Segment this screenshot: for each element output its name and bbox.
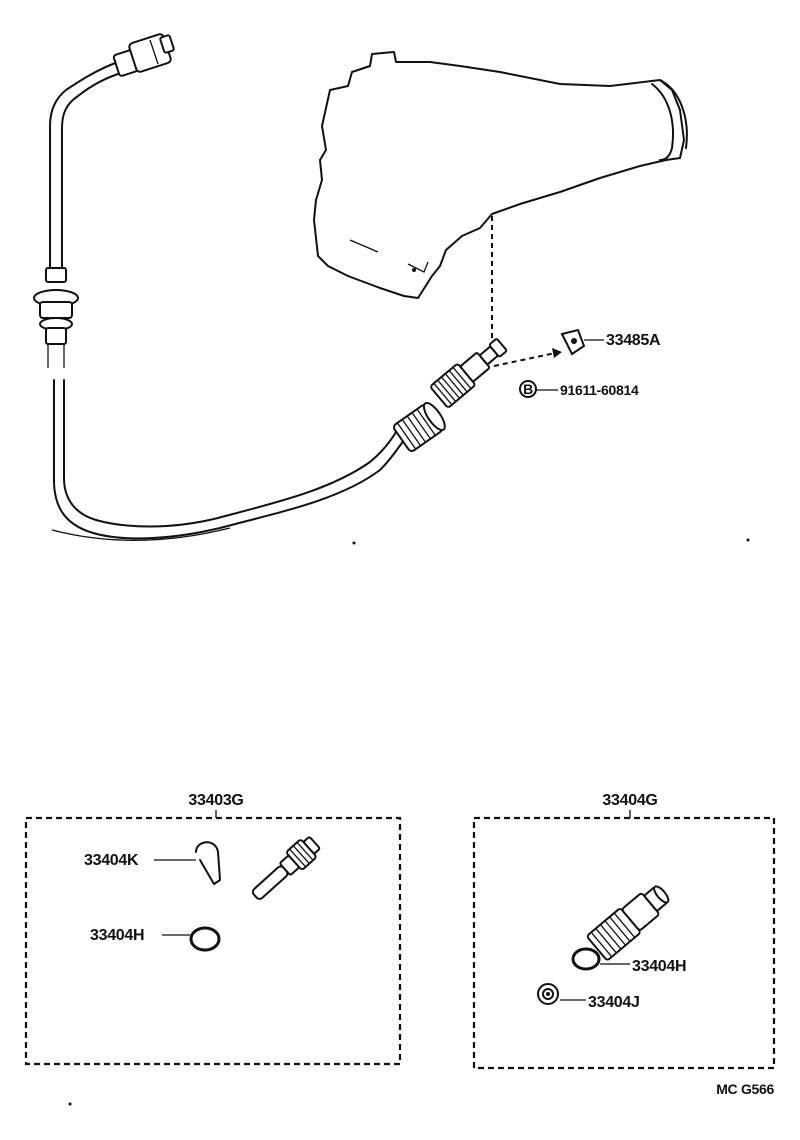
grommet-icon <box>33 267 79 368</box>
part-label-clip: 33404K <box>84 852 139 869</box>
o-ring-icon <box>571 947 601 971</box>
part-label-oring-right: 33404H <box>632 958 686 975</box>
kit-label-right: 33404G <box>602 792 657 809</box>
part-label-gear-cover: 33485A <box>606 332 661 349</box>
o-ring-icon <box>189 926 221 952</box>
speedometer-cable-icon <box>49 61 405 541</box>
part-label-bolt: 91611-60814 <box>560 382 639 398</box>
driven-gear-sleeve-kit-icon <box>586 885 670 961</box>
bolt-icon: B <box>519 380 537 398</box>
kit-label-left: 33403G <box>188 792 243 809</box>
kit-box-33403g: 33403G <box>24 792 402 1066</box>
transmission-housing-icon <box>313 51 688 299</box>
cable-nut-icon <box>393 401 446 453</box>
svg-text:B: B <box>523 381 533 397</box>
kit-box-33404g: 33404G <box>472 792 776 1070</box>
part-label-oring-left: 33404H <box>90 927 144 944</box>
diagram-code: MC G566 <box>716 1081 774 1097</box>
oil-seal-icon <box>537 983 559 1005</box>
cover-guide-line <box>493 351 561 367</box>
driven-gear-sleeve-icon <box>430 338 508 408</box>
part-label-oil-seal: 33404J <box>588 994 640 1011</box>
gear-cover-icon <box>560 328 586 356</box>
cable-connector-icon <box>112 33 175 77</box>
clip-icon <box>195 841 221 885</box>
driven-gear-shaft-icon <box>251 836 321 900</box>
